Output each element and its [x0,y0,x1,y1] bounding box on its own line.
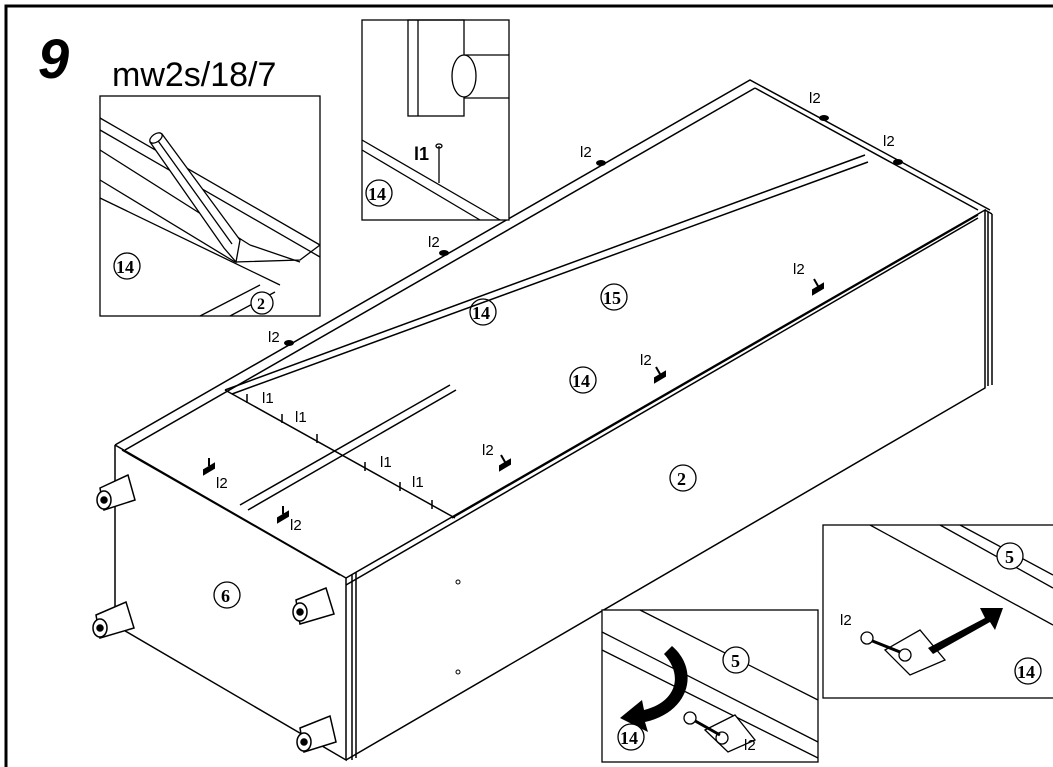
part-14-label: 14 [572,371,590,391]
back-panel-joint-2 [451,214,979,519]
cross-divider-2 [239,384,451,506]
label-l2: l2 [268,329,280,346]
bracket-icon [203,458,215,476]
step-number: 9 [38,27,69,90]
panel-brackets [203,278,824,524]
cabinet-top-back-edge [114,79,991,446]
label-l2: l2 [428,234,440,251]
cross-divider-1 [224,389,456,519]
rotate-arrow-icon [620,646,688,732]
inset-screw-rotate: 5 14 l2 [601,609,819,763]
inset-part-14: 14 [1017,662,1035,682]
hole-2 [455,669,461,675]
bracket-icon [812,278,824,296]
back-panel-joint-15 [224,154,866,391]
part-14-label: 14 [472,303,490,323]
inset-part-5: 5 [1005,547,1014,567]
push-arrow-icon [928,608,1003,654]
label-l2: l2 [809,90,821,107]
label-l1: l1 [412,474,424,491]
bracket-icon [277,506,289,524]
bracket-icon [499,454,511,472]
label-l1: l1 [380,454,392,471]
back-panel-joint-15b [231,161,869,395]
label-l2: l2 [883,133,895,150]
inset-part-5: 5 [731,651,740,671]
cabinet-side-top-edge [754,87,979,211]
foot-1 [96,473,136,511]
part-6-label: 6 [221,586,230,606]
inset-part-14: 14 [620,728,638,748]
foot-4 [296,714,337,753]
edge-screws [284,115,903,346]
label-l2: l2 [580,144,592,161]
fitting-labels: l2 l2 l2 l2 l2 l2 l2 l2 l2 l2 l1 l1 l1 l… [216,90,895,534]
label-l2: l2 [290,517,302,534]
side-panel-2-top-edge [345,217,979,586]
label-l1: l1 [262,390,274,407]
nail-head [435,143,443,149]
inset-label-l2: l2 [840,612,852,629]
label-l2: l2 [482,442,494,459]
page-border [4,4,1053,767]
cross-divider-3 [247,389,457,511]
side-panel-2-outline [345,208,986,761]
nail-marks [246,394,433,509]
cabinet [114,79,993,762]
inset-part-2: 2 [257,296,265,313]
label-l1: l1 [295,409,307,426]
inset-label-l2: l2 [744,737,756,754]
foot-3 [292,587,335,625]
foot-2 [92,600,135,639]
screw-mark [893,159,903,165]
cabinet-feet [92,473,337,753]
part-15-label: 15 [603,288,621,308]
label-l2: l2 [216,475,228,492]
bracket-icon [654,366,666,384]
screw-mark [596,160,606,166]
screw-mark [819,115,829,121]
label-l2: l2 [640,352,652,369]
screw-mark [284,340,294,346]
cabinet-top-inner-edge [124,87,756,451]
inset-pencil: 14 2 [99,95,321,317]
part-2-label: 2 [677,469,686,489]
inset-part-14: 14 [368,184,386,204]
label-l2: l2 [793,261,805,278]
model-code: mw2s/18/7 [112,56,276,94]
inset-label-l1: l1 [414,144,429,164]
screw-mark [439,250,449,256]
inset-part-14: 14 [116,257,134,277]
inset-nail: l1 14 [361,19,510,221]
end-panel-6-inner-edge [121,449,341,576]
inset-bracket-push: 5 14 l2 [822,524,1053,699]
part-number-circles [213,283,697,609]
hole-1 [455,579,461,585]
